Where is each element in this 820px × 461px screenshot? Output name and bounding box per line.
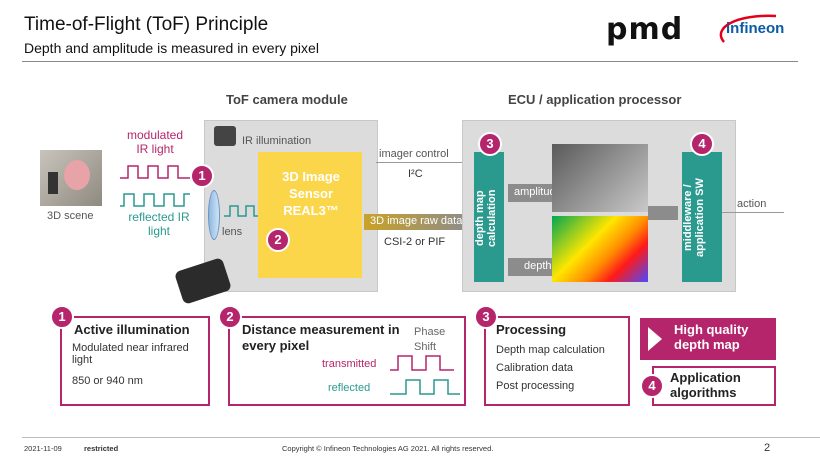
footer-classification: restricted — [84, 444, 119, 453]
badge-4: 4 — [690, 132, 714, 156]
page-subtitle: Depth and amplitude is measured in every… — [24, 40, 319, 56]
card-application-algorithms — [652, 366, 776, 406]
csi-label: CSI-2 or PIF — [384, 236, 446, 248]
middleware-label: middleware / application SW — [682, 178, 706, 258]
badge-1: 1 — [190, 164, 214, 188]
depth-label: depth — [524, 260, 552, 272]
scene-label: 3D scene — [47, 210, 94, 222]
middleware-block — [682, 152, 722, 282]
card-1-item-2: 850 or 940 nm — [72, 375, 143, 387]
card-4-title: Application algorithms — [670, 370, 741, 400]
to-middleware-arrow — [648, 206, 678, 220]
reflected-light-label: reflected IR light — [128, 210, 190, 238]
imager-control-line — [376, 162, 462, 163]
ir-illumination-label: IR illumination — [242, 135, 312, 147]
modulated-wave — [120, 165, 190, 179]
image-sensor — [258, 152, 362, 278]
depth-image — [552, 216, 648, 282]
card-3-item-2: Calibration data — [496, 362, 574, 374]
i2c-label: I²C — [408, 168, 423, 180]
badge-3: 3 — [478, 132, 502, 156]
card-3-item-3: Post processing — [496, 380, 575, 392]
pmd-logo: pmd — [606, 12, 684, 47]
imager-control-label: imager control — [379, 148, 449, 160]
play-arrow-icon — [648, 327, 662, 351]
card-3-badge: 3 — [474, 305, 498, 329]
module-heading: ToF camera module — [226, 92, 348, 107]
modulated-light-label: modulated IR light — [126, 128, 184, 156]
card-4-badge: 4 — [640, 374, 664, 398]
card-1-item-1: Modulated near infrared light — [72, 342, 189, 366]
badge-2: 2 — [266, 228, 290, 252]
header-divider — [22, 61, 798, 62]
action-label: action — [737, 198, 767, 210]
card-1-badge: 1 — [50, 305, 74, 329]
high-quality-depth-map-box — [640, 318, 776, 360]
footer-date: 2021-11-09 — [24, 444, 62, 453]
raw-data-arrow — [364, 214, 468, 230]
phase-shift-waves — [390, 355, 460, 395]
lens-icon — [208, 190, 220, 240]
reflected-label: reflected — [328, 382, 371, 394]
scene-photo — [40, 150, 102, 206]
lens-label: lens — [222, 226, 243, 238]
page-title: Time-of-Flight (ToF) Principle — [24, 14, 269, 35]
card-2-badge: 2 — [218, 305, 242, 329]
card-active-illumination — [60, 316, 210, 406]
ecu-heading: ECU / application processor — [508, 92, 682, 107]
depth-map-calculation-block — [474, 152, 504, 282]
card-3-title: Processing — [496, 322, 567, 337]
depth-map-calculation-label: depth map calculation — [474, 189, 498, 247]
amplitude-image — [552, 144, 648, 212]
ir-emitter-icon — [214, 126, 236, 146]
reflected-wave — [120, 193, 190, 207]
phase-shift-label: Phase Shift — [414, 326, 446, 353]
infineon-logo: infineon — [726, 20, 785, 37]
page-number: 2 — [764, 442, 771, 454]
raw-data-label: 3D image raw data — [370, 215, 463, 227]
amplitude-label: amplitude — [514, 186, 562, 198]
lens-wave — [224, 205, 258, 217]
card-1-title: Active illumination — [74, 322, 190, 337]
action-line — [722, 212, 784, 213]
high-quality-label: High quality depth map — [674, 322, 749, 352]
card-3-item-1: Depth map calculation — [496, 344, 605, 356]
footer-copyright: Copyright © Infineon Technologies AG 202… — [282, 444, 494, 453]
transmitted-label: transmitted — [322, 358, 377, 370]
card-processing — [484, 316, 630, 406]
infineon-logo-swoosh — [719, 14, 777, 43]
image-sensor-label: 3D Image Sensor REAL3™ — [282, 169, 340, 218]
card-2-title: Distance measurement in every pixel — [242, 322, 400, 353]
camera-module-photo — [173, 257, 233, 305]
footer-divider — [22, 437, 820, 438]
